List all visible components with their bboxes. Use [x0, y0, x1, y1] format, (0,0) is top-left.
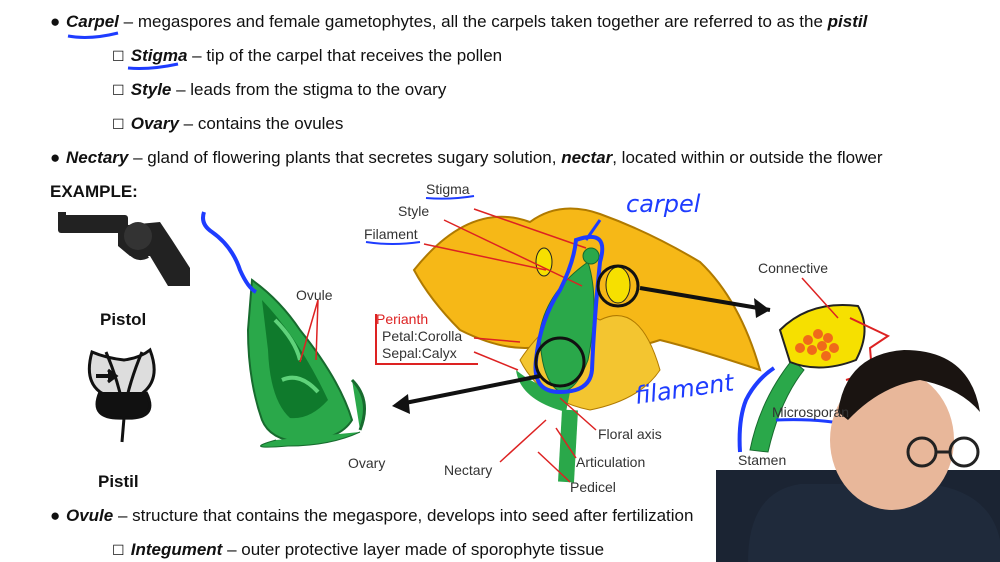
label-perianth: Perianth [376, 311, 429, 327]
bullet-ovule: ●Ovule – structure that contains the meg… [50, 506, 694, 525]
bullet-nectary: ●Nectary – gland of flowering plants tha… [50, 148, 883, 167]
label-articulation: Articulation [576, 454, 646, 470]
stamen-closeup [749, 277, 891, 453]
bullet-stigma: ☐ Stigma – tip of the carpel that receiv… [112, 46, 503, 65]
label-sepal: Sepal:Calyx [382, 345, 457, 361]
carpel-underline [67, 31, 119, 39]
label-stamen: Stamen [738, 452, 787, 468]
label-pistol: Pistol [100, 310, 147, 329]
bullet-style: ☐ Style – leads from the stigma to the o… [112, 80, 447, 99]
label-floral-axis: Floral axis [598, 426, 662, 442]
label-pistil: Pistil [98, 472, 139, 491]
pistil-icon [87, 347, 156, 443]
handwritten-bracket [201, 211, 258, 294]
revolver-icon [58, 212, 190, 286]
bullet-carpel: ●Carpel – megaspores and female gametoph… [50, 12, 868, 31]
label-nectary: Nectary [444, 462, 493, 478]
label-filament: Filament [364, 226, 418, 242]
term-carpel: Carpel [66, 12, 119, 31]
ovary-closeup [246, 278, 366, 448]
label-ovary: Ovary [348, 455, 386, 471]
label-ovule: Ovule [296, 287, 333, 303]
handwriting-carpel: carpel [626, 190, 701, 218]
label-connective: Connective [758, 260, 829, 276]
label-pedicel: Pedicel [570, 479, 616, 495]
flower [412, 207, 762, 483]
presenter-photo [716, 350, 1000, 562]
bullet-integument: ☐ Integument – outer protective layer ma… [112, 540, 605, 559]
bullet-ovary: ☐ Ovary – contains the ovules [112, 114, 344, 133]
label-petal: Petal:Corolla [382, 328, 463, 344]
label-style: Style [398, 203, 430, 219]
label-stigma: Stigma [426, 181, 470, 197]
label-microsporangium: Microsporan [772, 404, 850, 420]
example-label: EXAMPLE: [50, 182, 138, 201]
stigma-underline [127, 62, 179, 70]
